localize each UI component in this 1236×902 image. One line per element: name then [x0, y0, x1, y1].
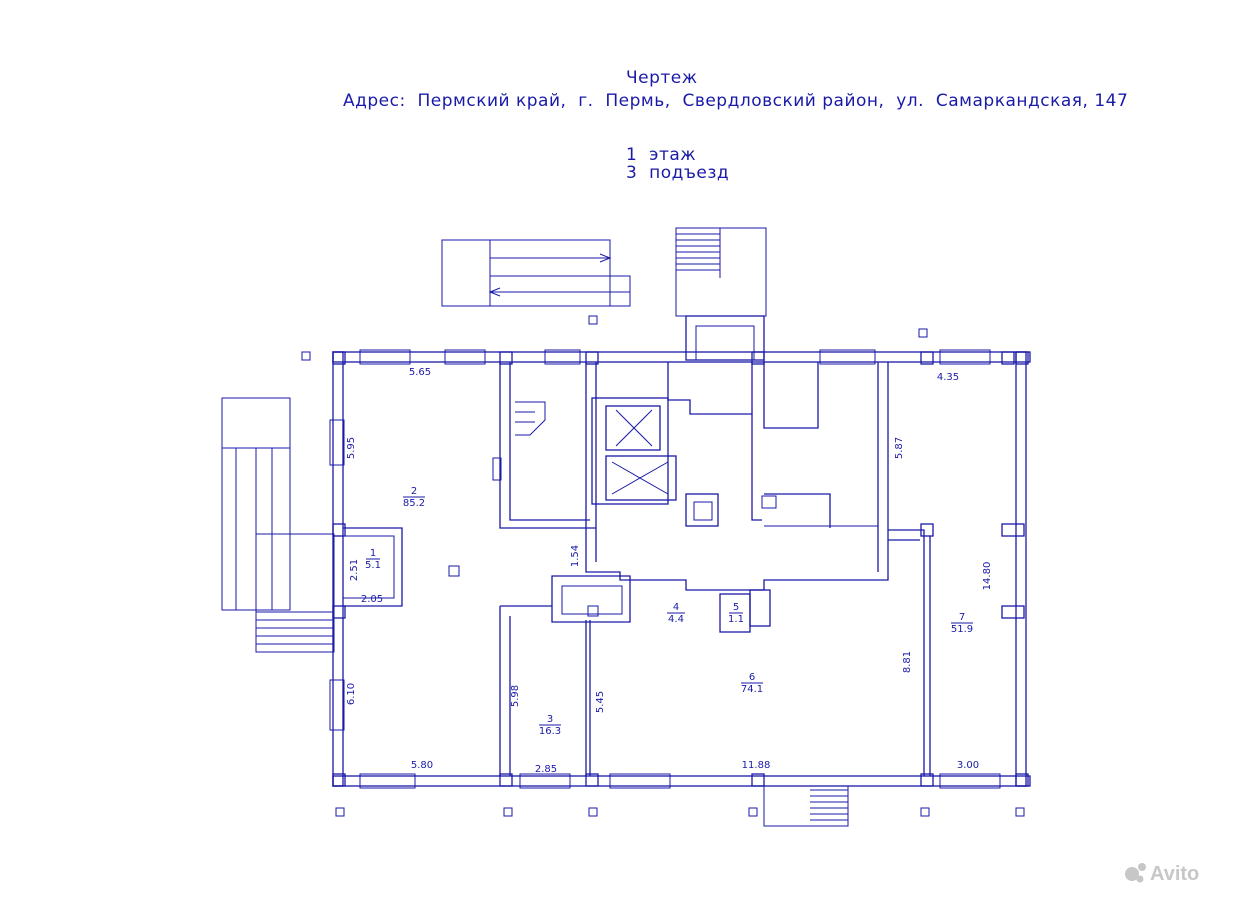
- room-4-label: 4 4.4: [667, 602, 685, 625]
- svg-text:74.1: 74.1: [741, 684, 763, 695]
- svg-text:2: 2: [411, 486, 417, 497]
- dim-3-00: 3.00: [957, 760, 979, 771]
- svg-text:3: 3: [547, 714, 553, 725]
- svg-text:4: 4: [673, 602, 679, 613]
- outer-walls: [301, 315, 1031, 817]
- floor-label: 1 этаж: [626, 145, 697, 165]
- svg-text:51.9: 51.9: [951, 624, 973, 635]
- svg-text:1: 1: [370, 548, 376, 559]
- dim-14-80: 14.80: [982, 562, 993, 591]
- dim-6-10: 6.10: [346, 683, 357, 705]
- room-2-label: 2 85.2: [403, 486, 425, 509]
- dim-5-95: 5.95: [346, 437, 357, 459]
- dim-2-51: 2.51: [349, 559, 360, 581]
- drawing-title: Чертеж: [626, 68, 698, 88]
- svg-text:5.1: 5.1: [365, 560, 381, 571]
- svg-text:Avito: Avito: [1150, 863, 1199, 885]
- dim-8-81: 8.81: [902, 651, 913, 673]
- dim-5-98: 5.98: [510, 685, 521, 707]
- drawing-address: Адрес: Пермский край, г. Пермь, Свердлов…: [343, 91, 1129, 111]
- svg-text:16.3: 16.3: [539, 726, 561, 737]
- room-3-label: 3 16.3: [539, 714, 561, 737]
- dim-4-35: 4.35: [937, 372, 959, 383]
- dim-2-85: 2.85: [535, 764, 557, 775]
- dim-5-45: 5.45: [595, 691, 606, 713]
- svg-text:4.4: 4.4: [668, 614, 684, 625]
- room-5-label: 5 1.1: [728, 602, 744, 625]
- dimension-labels: 5.65 5.95 2.51 2.05 6.10 5.80 5.98 2.85 …: [346, 367, 993, 775]
- dim-11-88: 11.88: [742, 760, 771, 771]
- dim-2-05: 2.05: [361, 594, 383, 605]
- entrance-label: 3 подъезд: [626, 163, 730, 183]
- room-labels: 1 5.1 2 85.2 3 16.3 4 4.4 5 1.1 6 74.1: [365, 486, 973, 737]
- svg-text:6: 6: [749, 672, 755, 683]
- dim-5-87: 5.87: [894, 437, 905, 459]
- svg-text:85.2: 85.2: [403, 498, 425, 509]
- room-1-label: 1 5.1: [365, 548, 381, 571]
- room-7-label: 7 51.9: [951, 612, 973, 635]
- interior-walls: [343, 315, 931, 776]
- room-6-label: 6 74.1: [741, 672, 763, 695]
- svg-text:7: 7: [959, 612, 965, 623]
- dim-1-54: 1.54: [570, 545, 581, 567]
- avito-watermark: Avito: [1122, 858, 1222, 890]
- svg-text:1.1: 1.1: [728, 614, 744, 625]
- dim-5-65: 5.65: [409, 367, 431, 378]
- svg-text:5: 5: [733, 602, 739, 613]
- dim-5-80: 5.80: [411, 760, 433, 771]
- exterior-stairs: [221, 227, 849, 827]
